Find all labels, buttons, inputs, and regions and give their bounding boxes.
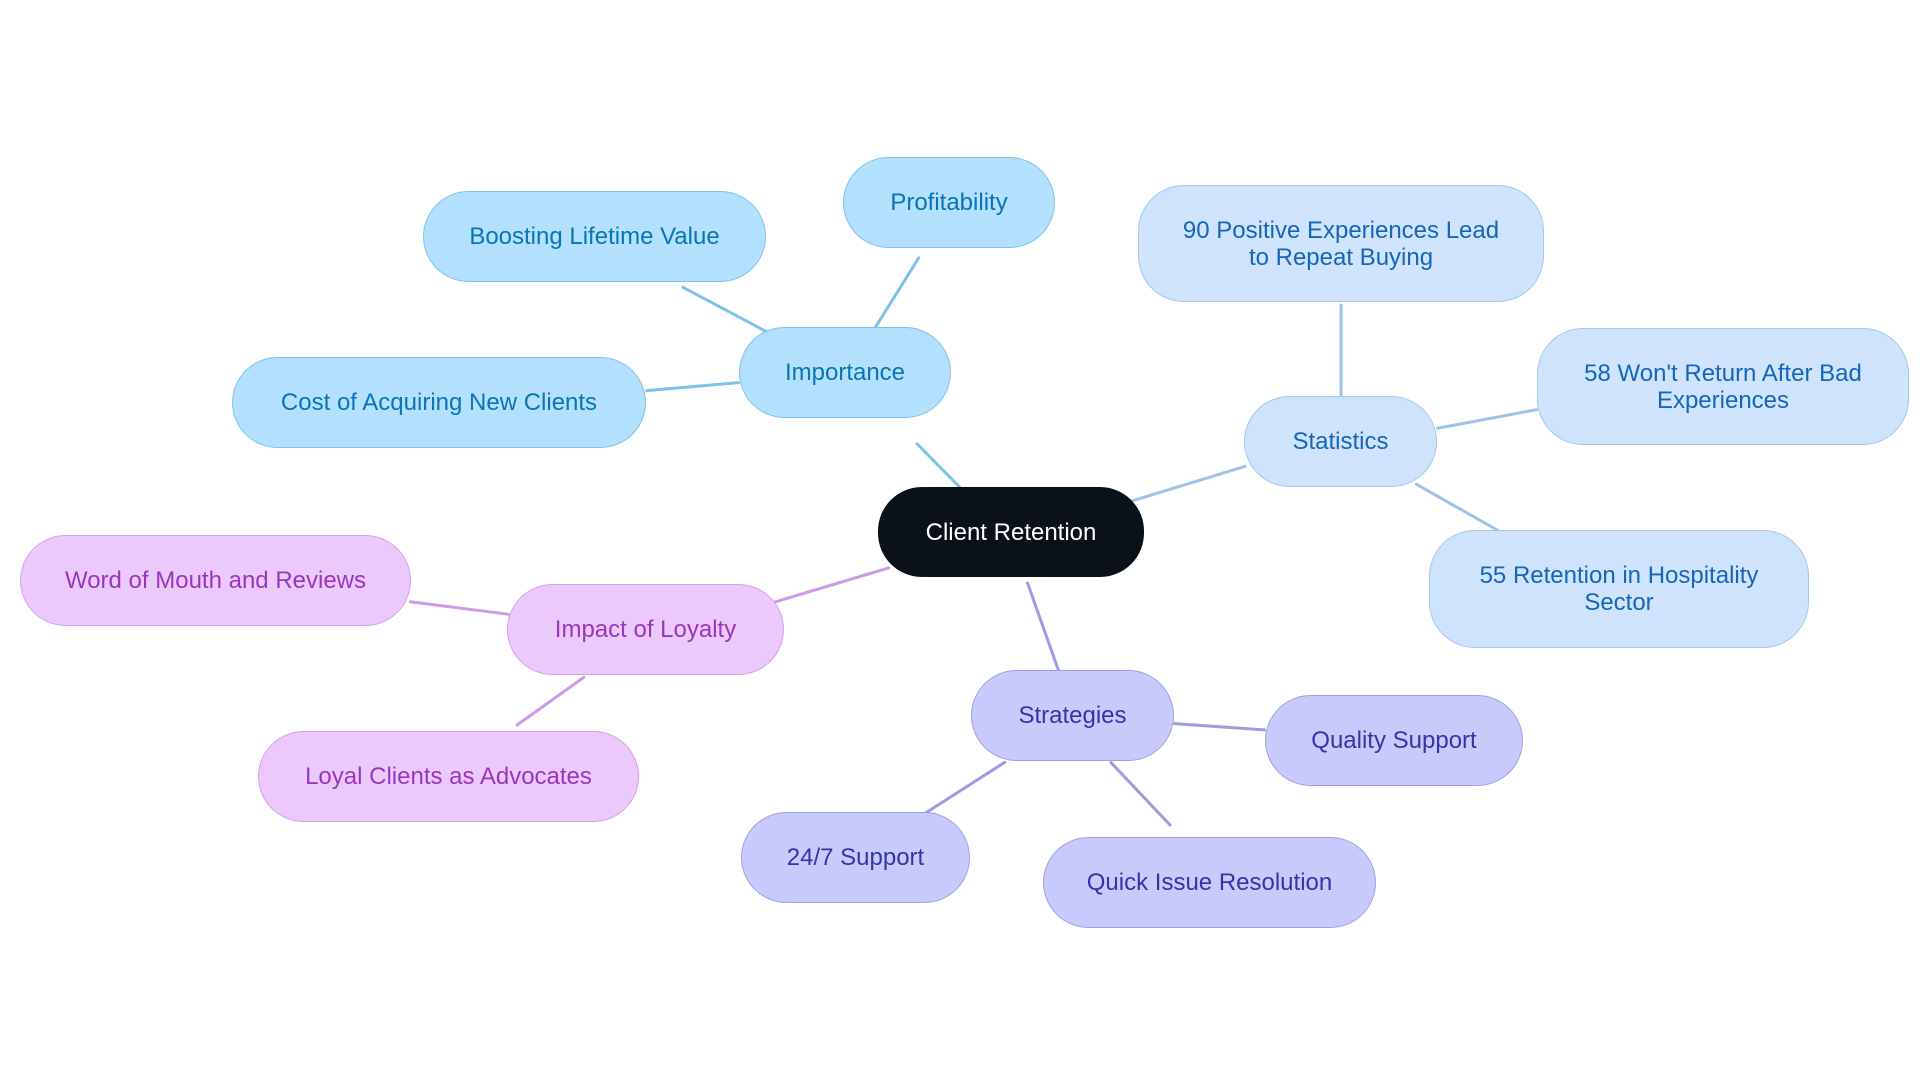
node-label: Profitability (890, 189, 1008, 216)
node-label: Loyal Clients as Advocates (305, 763, 592, 790)
leaf-node-quick-resolution[interactable]: Quick Issue Resolution (1043, 837, 1376, 928)
node-label: Impact of Loyalty (554, 616, 737, 643)
node-label: Quick Issue Resolution (1086, 869, 1333, 896)
node-label: Strategies (1018, 702, 1127, 729)
node-label: Statistics (1292, 428, 1389, 455)
root-node[interactable]: Client Retention (878, 487, 1144, 577)
edge-strategies-24-7 (923, 760, 1007, 816)
node-label: 90 Positive Experiences Lead to Repeat B… (1182, 216, 1500, 271)
leaf-node-profitability[interactable]: Profitability (843, 157, 1055, 248)
node-label: 55 Retention in Hospitality Sector (1479, 562, 1759, 616)
node-label: Importance (784, 359, 906, 386)
edge-root-importance (914, 441, 965, 492)
node-label: Client Retention (925, 518, 1097, 546)
edge-statistics-hospitality (1414, 482, 1503, 535)
leaf-node-advocates[interactable]: Loyal Clients as Advocates (258, 731, 639, 822)
branch-node-importance[interactable]: Importance (739, 327, 951, 418)
leaf-node-acquiring-cost[interactable]: Cost of Acquiring New Clients (232, 357, 646, 448)
edge-root-strategies (1025, 580, 1061, 673)
edge-importance-lifetime-value (680, 285, 769, 334)
leaf-node-lifetime-value[interactable]: Boosting Lifetime Value (423, 191, 766, 282)
leaf-node-quality-support[interactable]: Quality Support (1265, 695, 1523, 786)
leaf-node-word-of-mouth[interactable]: Word of Mouth and Reviews (20, 535, 411, 626)
edge-strategies-quick (1108, 760, 1173, 828)
node-label: Word of Mouth and Reviews (64, 567, 367, 594)
node-label: 58 Won't Return After Bad Experiences (1584, 359, 1862, 414)
node-label: 24/7 Support (786, 844, 925, 871)
leaf-node-hospitality[interactable]: 55 Retention in Hospitality Sector (1429, 530, 1809, 648)
edge-root-statistics (1129, 464, 1248, 503)
leaf-node-positive-experiences[interactable]: 90 Positive Experiences Lead to Repeat B… (1138, 185, 1544, 302)
node-label: Cost of Acquiring New Clients (280, 389, 598, 416)
branch-node-loyalty[interactable]: Impact of Loyalty (507, 584, 784, 675)
edge-strategies-quality (1172, 722, 1266, 732)
leaf-node-bad-experiences[interactable]: 58 Won't Return After Bad Experiences (1537, 328, 1909, 445)
node-label: Boosting Lifetime Value (469, 223, 720, 250)
edge-statistics-positive (1339, 303, 1343, 399)
branch-node-strategies[interactable]: Strategies (971, 670, 1174, 761)
node-label: Quality Support (1311, 727, 1477, 754)
leaf-node-24-7-support[interactable]: 24/7 Support (741, 812, 970, 903)
branch-node-statistics[interactable]: Statistics (1244, 396, 1437, 487)
edge-loyalty-advocates (514, 675, 586, 728)
edge-statistics-bad (1435, 407, 1539, 430)
edge-importance-profitability (872, 255, 921, 331)
edge-importance-acquiring-cost (645, 381, 741, 393)
edge-root-loyalty (766, 566, 891, 606)
edge-loyalty-word-of-mouth (408, 600, 511, 616)
